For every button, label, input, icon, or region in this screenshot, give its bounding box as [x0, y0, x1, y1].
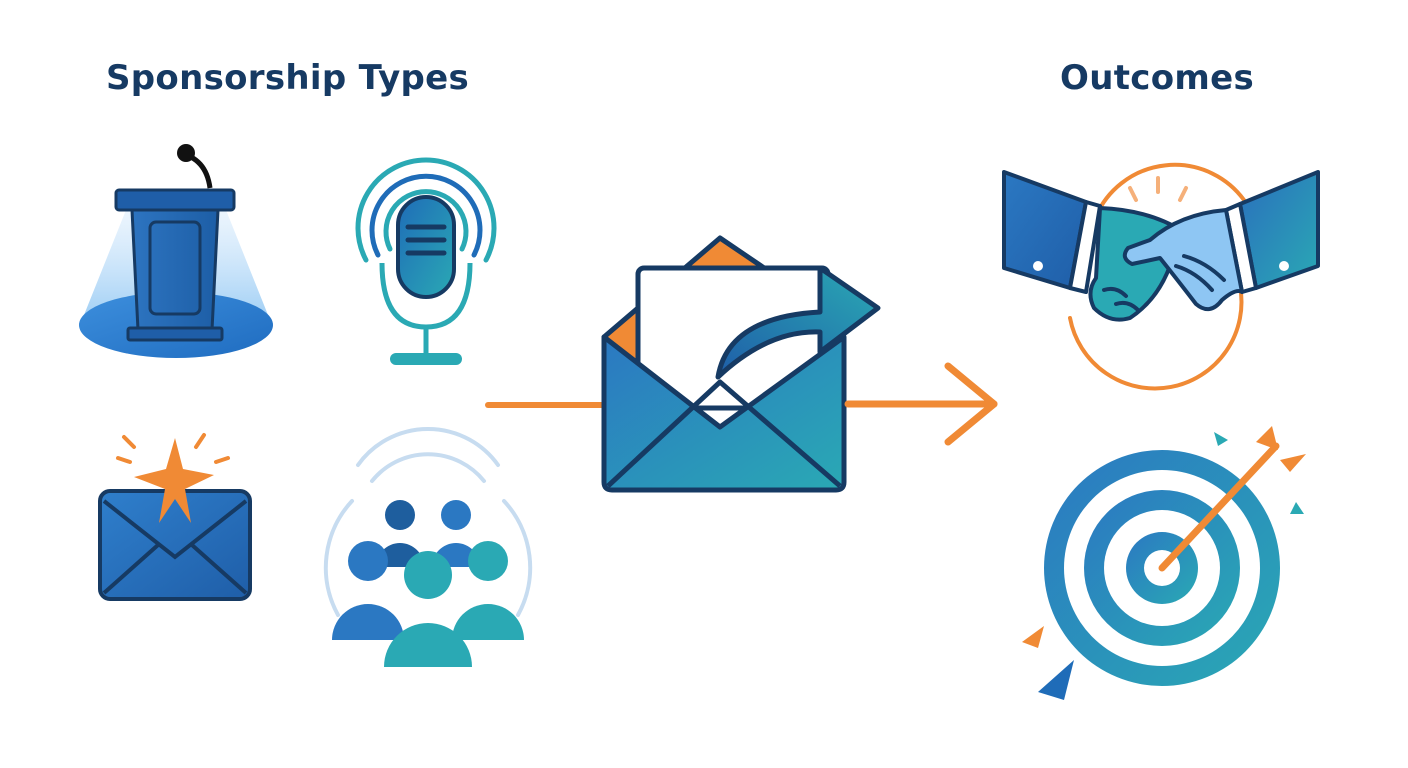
- sponsorship-types-heading: Sponsorship Types: [106, 58, 470, 98]
- audience-group-icon: [323, 426, 533, 667]
- handshake-icon: [1002, 162, 1320, 391]
- email-forward-icon: [601, 235, 881, 493]
- featured-email-icon: [98, 433, 252, 601]
- target-icon: [1022, 426, 1306, 700]
- arrow-right-icon: [844, 362, 998, 446]
- podcast-microphone-icon: [355, 157, 497, 365]
- outcomes-heading: Outcomes: [1060, 58, 1254, 98]
- podium-icon: [79, 144, 273, 358]
- connector-line: [485, 402, 607, 408]
